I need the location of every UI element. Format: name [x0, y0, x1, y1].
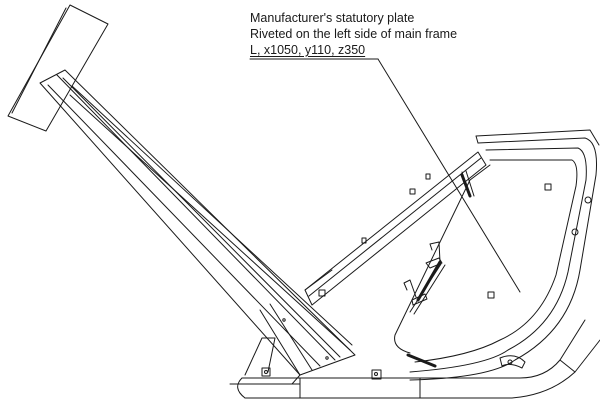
- foot-hole: [507, 359, 513, 365]
- base-bracket: [261, 367, 271, 377]
- base-tube: [231, 319, 600, 399]
- strut-bracket: [361, 237, 367, 244]
- callout-line-1: Manufacturer's statutory plate: [250, 11, 415, 25]
- foot-lug: [499, 355, 526, 369]
- callout-line-2: Riveted on the left side of main frame: [250, 27, 458, 41]
- rivet-hole: [264, 370, 268, 374]
- mounting-hole: [584, 196, 592, 204]
- base-bracket: [371, 369, 382, 380]
- rivet-hole: [374, 372, 378, 376]
- strut-bracket: [409, 188, 416, 195]
- strut-bracket: [318, 289, 326, 297]
- callout-line-3: L, x1050, y110, z350: [250, 43, 366, 57]
- frame-bracket: [544, 183, 552, 191]
- strut-bracket: [425, 173, 431, 180]
- inclined-beam: [39, 69, 356, 385]
- frame-bracket: [487, 291, 495, 299]
- leader-line: [249, 58, 521, 293]
- mounting-hole: [571, 228, 579, 236]
- diagonal-strut: [304, 151, 487, 306]
- hatched-edges: [406, 173, 472, 368]
- end-plate: [7, 4, 109, 132]
- rivet-hole: [282, 318, 286, 322]
- rivet-hole: [325, 356, 329, 360]
- loop-frame: [394, 129, 600, 381]
